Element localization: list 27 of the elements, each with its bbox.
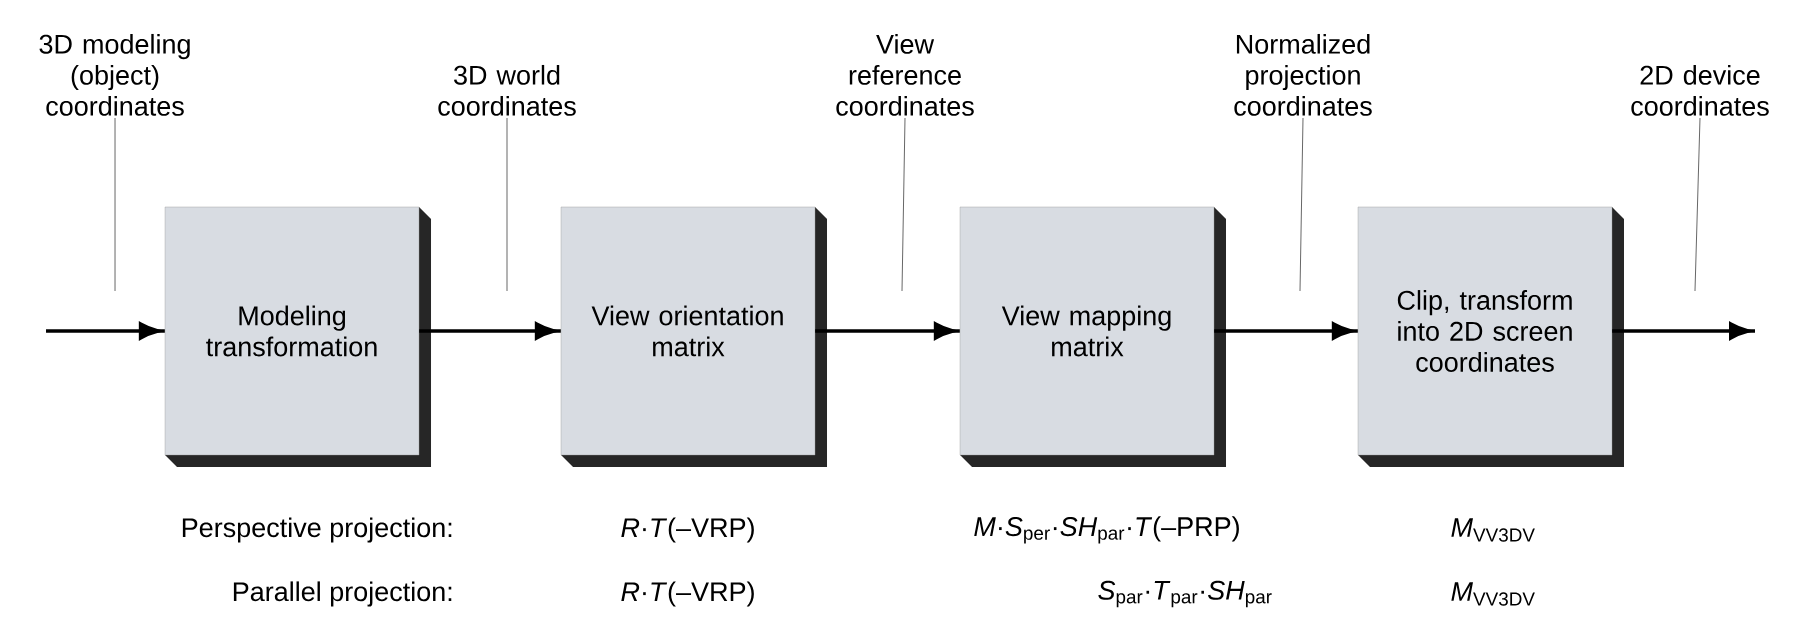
- formula-text: M$_{VV3DV}$: [1451, 518, 1535, 542]
- arrow: [419, 322, 561, 340]
- leader-line: [114, 117, 116, 292]
- arrow: [1612, 322, 1755, 340]
- formula-text: S$_{par}$·T$_{par}$·SH$_{par}$: [1098, 580, 1272, 608]
- formula-text: M·S$_{per}$·SH$_{par}$·T(–PRP): [974, 516, 1239, 544]
- arrow: [46, 322, 165, 340]
- coordinate-label: 3D world coordinates: [438, 64, 576, 116]
- coordinate-label: 3D modeling (object) coordinates: [39, 33, 190, 116]
- row-label: Parallel projection:: [233, 581, 452, 607]
- leader-line: [506, 117, 508, 292]
- formula-text: M$_{VV3DV}$: [1451, 582, 1535, 606]
- process-box: Modeling transformation: [164, 206, 420, 456]
- coordinate-label: 2D device coordinates: [1631, 64, 1769, 116]
- process-box: View orientation matrix: [560, 206, 816, 456]
- formula-text: R·T(–VRP): [621, 581, 754, 607]
- arrow: [815, 322, 960, 340]
- row-label: Perspective projection:: [182, 517, 452, 543]
- formula-text: R·T(–VRP): [621, 517, 754, 543]
- process-box: Clip, transform into 2D screen coordinates: [1357, 206, 1613, 456]
- coordinate-label: View reference coordinates: [836, 33, 974, 116]
- leader-line: [901, 117, 906, 292]
- coordinate-label: Normalized projection coordinates: [1234, 33, 1372, 116]
- arrow: [1214, 322, 1358, 340]
- leader-line: [1299, 117, 1304, 292]
- process-box: View mapping matrix: [959, 206, 1215, 456]
- leader-line: [1694, 117, 1701, 292]
